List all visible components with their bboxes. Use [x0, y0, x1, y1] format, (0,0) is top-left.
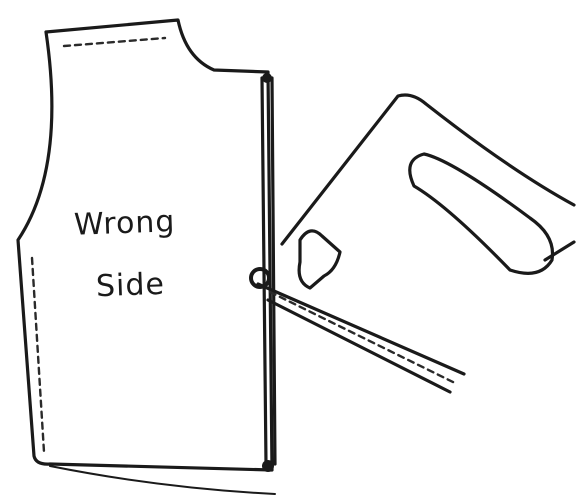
side-seam-stitching — [32, 258, 44, 452]
edge-top-dot — [262, 73, 272, 83]
neckline-stitching — [64, 38, 165, 46]
hand-outline — [282, 95, 574, 244]
wrong-side-label-line2: Side — [95, 267, 165, 304]
hand-lower-edge — [545, 242, 574, 260]
garment-outline — [18, 20, 272, 470]
edge-bottom-dot — [262, 460, 274, 472]
thumb-nail — [299, 231, 340, 288]
hand-finger — [410, 154, 553, 273]
folded-tape-stitching — [270, 292, 455, 383]
wrong-side-label-line1: Wrong — [73, 204, 176, 243]
folded-tape-top — [258, 284, 464, 374]
folded-tape-bottom — [268, 300, 450, 392]
